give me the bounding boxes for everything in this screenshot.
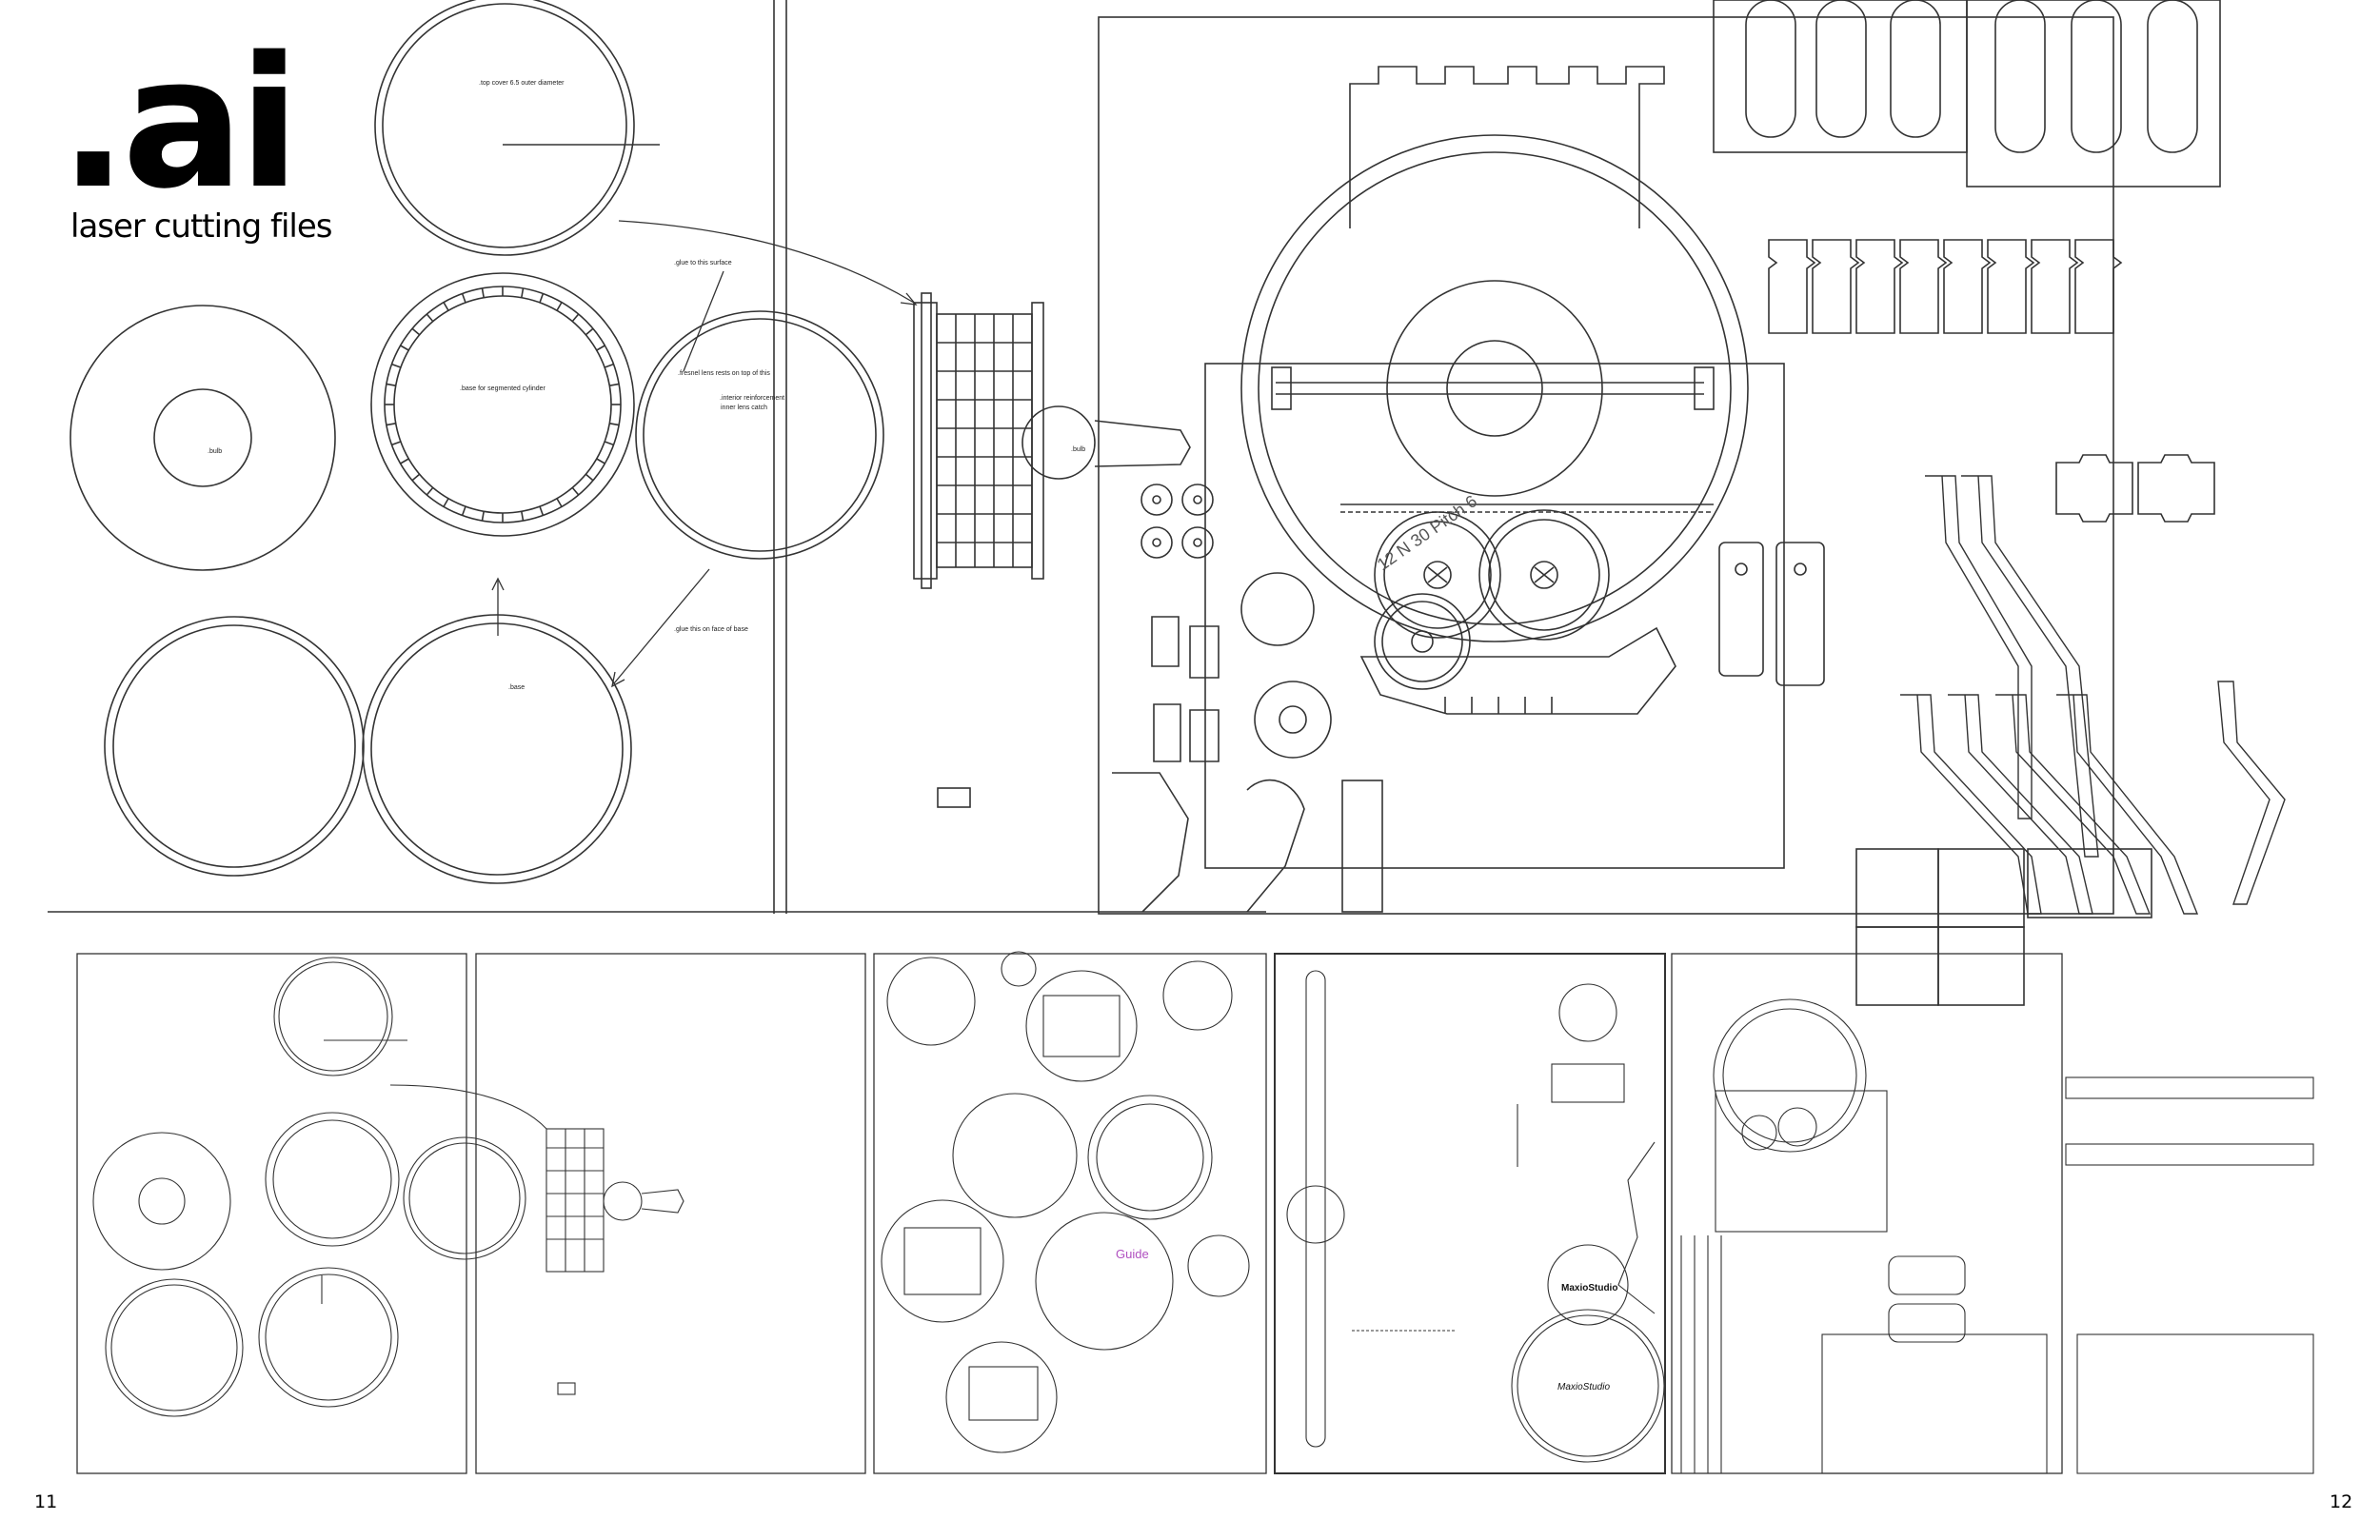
label-base: .base: [508, 684, 525, 691]
page-subtitle: laser cutting files: [70, 207, 332, 246]
clips: [2055, 454, 2215, 523]
label-bulb: .bulb: [208, 448, 222, 455]
pocket-panels: [1713, 0, 2221, 188]
interior-reinforcement-part: [635, 310, 884, 560]
label-interior-2: inner lens catch: [721, 405, 767, 411]
label-bulb-small: .bulb: [1071, 446, 1085, 453]
maxio-logo-1: MaxioStudio: [1561, 1283, 1617, 1293]
overview-2: [389, 1084, 684, 1395]
page-number-left: 11: [34, 1491, 58, 1512]
label-top-cover: .top cover 6.5 outer diameter: [479, 80, 565, 87]
overview-5: [1680, 998, 2314, 1474]
label-glue-face: .glue this on face of base: [674, 626, 748, 633]
label-interior-1: .interior reinforcement: [720, 395, 784, 402]
guide-label: Guide: [1116, 1247, 1149, 1261]
chain-links: [1768, 239, 2123, 334]
slot-cards: [1855, 848, 2152, 1006]
small-tab: [937, 787, 971, 808]
overview-3: [881, 951, 1250, 1453]
assembly-arrows: [491, 220, 918, 688]
main-mechanism: [1204, 66, 1785, 869]
maxio-logo-2: MaxioStudio: [1557, 1382, 1610, 1392]
page-title: .ai: [59, 18, 301, 228]
overview-1: [92, 957, 526, 1417]
overview-artboards: [76, 953, 2063, 1474]
bulb-side-part: [1021, 405, 1191, 480]
label-fresnel: .fresnel lens rests on top of this: [678, 370, 770, 377]
bulb-disc-part: [69, 305, 336, 571]
base-part: [362, 614, 632, 884]
slider-parts: [1718, 542, 1825, 686]
small-parts-left: [1112, 484, 1383, 913]
gear-set: [1374, 509, 1610, 690]
overview-4: [1286, 970, 1665, 1463]
segmented-cylinder: [913, 292, 1044, 589]
label-base-segmented: .base for segmented cylinder: [460, 385, 546, 392]
label-glue-surface: .glue to this surface: [674, 260, 732, 267]
top-cover-part: [374, 0, 660, 256]
segmented-base-part: [370, 272, 635, 537]
lower-ring-part: [104, 616, 365, 877]
levers: [1900, 475, 2286, 915]
page-number-right: 12: [2330, 1491, 2353, 1512]
right-sheet-frame: [1098, 16, 2114, 915]
